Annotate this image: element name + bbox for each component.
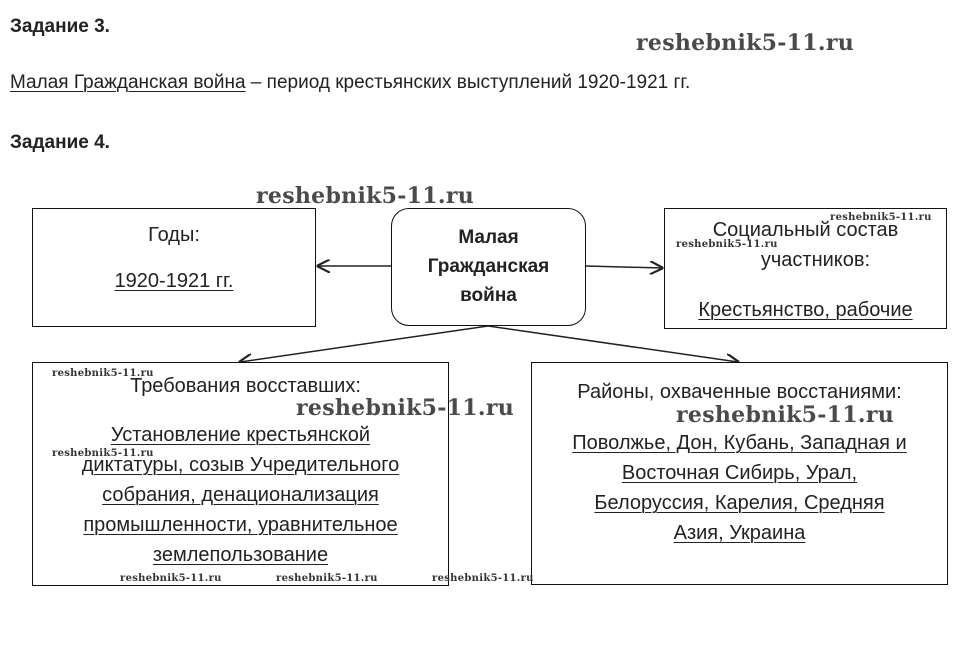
center-line-2: Гражданская — [427, 256, 550, 277]
watermark: reshebnik5-11.ru — [52, 448, 154, 459]
center-line-3: война — [460, 285, 517, 306]
watermark: reshebnik5-11.ru — [676, 239, 778, 250]
years-label: Годы: — [148, 224, 200, 246]
demands-line-5: землепользование — [152, 544, 329, 566]
social-label-line-1: Социальный состав — [712, 219, 899, 241]
regions-line-2: Восточная Сибирь, Урал, — [621, 462, 858, 484]
definition-text: – период крестьянских выступлений 1920-1… — [245, 72, 691, 93]
arrow-to-social — [585, 266, 662, 268]
watermark: reshebnik5-11.ru — [276, 573, 378, 584]
demands-line-2: диктатуры, созыв Учредительного — [81, 454, 400, 476]
demands-line-4: промышленности, уравнительное — [83, 514, 398, 536]
social-label-line-2: участников: — [760, 249, 871, 271]
demands-box: Требования восставших: Установление крес… — [32, 362, 449, 586]
watermark: reshebnik5-11.ru — [636, 30, 855, 56]
task4-heading: Задание 4. — [10, 132, 110, 153]
watermark: reshebnik5-11.ru — [256, 183, 475, 209]
regions-box: Районы, охваченные восстаниями: Поволжье… — [531, 362, 948, 585]
years-value: 1920-1921 гг. — [114, 270, 234, 292]
center-line-1: Малая — [458, 227, 519, 248]
task3-heading: Задание 3. — [10, 16, 110, 37]
regions-line-1: Поволжье, Дон, Кубань, Западная и — [572, 432, 907, 454]
watermark: reshebnik5-11.ru — [676, 402, 895, 428]
regions-label: Районы, охваченные восстаниями: — [577, 381, 902, 403]
arrow-to-demands — [240, 325, 489, 362]
social-value: Крестьянство, рабочие — [698, 299, 913, 321]
task3-definition: Малая Гражданская война – период крестья… — [10, 72, 690, 94]
social-composition-box: Социальный состав участников: Крестьянст… — [664, 208, 947, 329]
term-malaya-grazhdanskaya-voyna: Малая Гражданская война — [10, 72, 246, 93]
watermark: reshebnik5-11.ru — [52, 368, 154, 379]
regions-line-3: Белоруссия, Карелия, Средняя — [594, 492, 885, 514]
demands-line-1: Установление крестьянской — [110, 424, 371, 446]
demands-label: Требования восставших: — [130, 375, 361, 397]
watermark: reshebnik5-11.ru — [120, 573, 222, 584]
years-box: Годы: 1920-1921 гг. — [32, 208, 316, 327]
regions-line-4: Азия, Украина — [673, 522, 806, 544]
demands-line-3: собрания, денационализация — [102, 484, 379, 506]
watermark: reshebnik5-11.ru — [296, 395, 515, 421]
watermark: reshebnik5-11.ru — [432, 573, 534, 584]
watermark: reshebnik5-11.ru — [830, 212, 932, 223]
arrow-to-regions — [487, 325, 738, 362]
center-concept-box: Малая Гражданская война — [391, 208, 586, 326]
